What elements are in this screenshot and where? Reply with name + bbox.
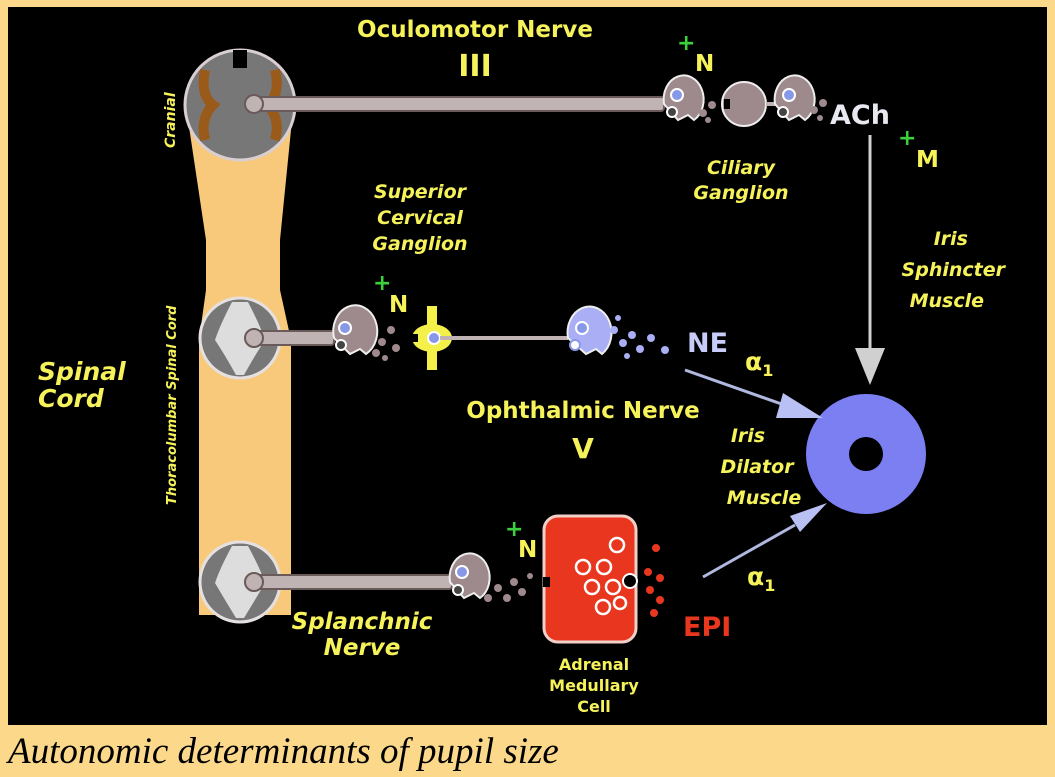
superior-label-1: Superior: [374, 181, 468, 203]
adrenal-label-2: Medullary: [549, 676, 639, 695]
iris-dilator-label-3: Muscle: [727, 487, 802, 509]
iris-dilator-label-1: Iris: [731, 425, 765, 447]
plus-n-mid: +: [373, 271, 391, 296]
superior-label-3: Ganglion: [372, 233, 467, 255]
splanchnic-label-2: Nerve: [324, 635, 401, 661]
plus-n-bottom: +: [505, 517, 523, 542]
epi-release-dots: [644, 544, 664, 617]
alpha-lower: α1: [747, 562, 775, 595]
oculomotor-nerve-label: Oculomotor Nerve: [357, 17, 593, 43]
spinal-cord-label-2: Cord: [38, 384, 105, 413]
ciliary-synapse: [662, 74, 827, 127]
alpha-upper: α1: [745, 347, 773, 380]
muscarinic-label: M: [916, 147, 939, 173]
iris: [806, 394, 926, 514]
nicotinic-label-top: N: [695, 51, 714, 77]
ciliary-label-1: Ciliary: [707, 157, 777, 179]
iris-sphincter-label-1: Iris: [934, 228, 968, 250]
ophthalmic-numeral: V: [572, 432, 594, 465]
iris-sphincter-label-3: Muscle: [910, 290, 985, 312]
superior-label-2: Cervical: [377, 207, 463, 229]
cranial-section: [183, 48, 297, 162]
arrows: [684, 135, 885, 579]
adrenal-synapse: [448, 552, 533, 602]
cranial-label: Cranial: [163, 92, 179, 148]
ophthalmic-nerve-label: Ophthalmic Nerve: [466, 398, 699, 424]
epi-label: EPI: [683, 612, 731, 643]
nicotinic-label-mid: N: [389, 292, 408, 318]
iris-sphincter-label-2: Sphincter: [902, 259, 1007, 281]
plus-m: +: [898, 126, 916, 151]
spinal-cord-label-1: Spinal: [38, 357, 126, 386]
oculomotor-numeral: III: [458, 49, 492, 84]
plus-n-top: +: [677, 31, 695, 56]
figure-caption: Autonomic determinants of pupil size: [8, 731, 559, 772]
ach-label: ACh: [830, 100, 890, 131]
adrenal-label-1: Adrenal: [559, 655, 629, 674]
nicotinic-label-bottom: N: [518, 537, 537, 563]
iris-dilator-label-2: Dilator: [720, 456, 795, 478]
splanchnic-label-1: Splanchnic: [292, 609, 433, 635]
superior-cervical-synapse: [332, 304, 669, 370]
adrenal-medullary-cell: [542, 514, 638, 644]
adrenal-label-3: Cell: [577, 697, 611, 716]
thoracolumbar-label: Thoracolumbar Spinal Cord: [165, 305, 180, 505]
ciliary-label-2: Ganglion: [693, 182, 788, 204]
ne-label: NE: [687, 328, 728, 359]
